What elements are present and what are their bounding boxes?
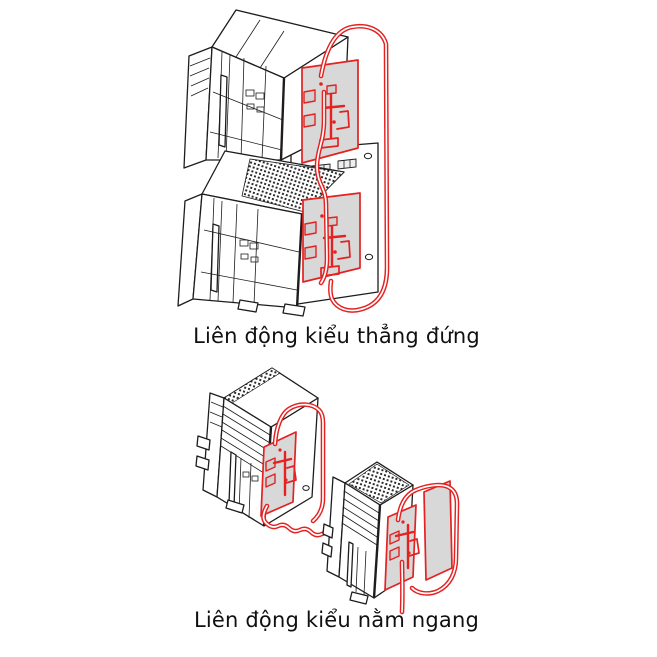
- breaker-foot: [237, 299, 259, 313]
- lower-interlock-plate: [302, 192, 361, 283]
- breaker-foot: [349, 591, 369, 605]
- interlock-cable-left: [261, 402, 341, 541]
- breaker-foot: [225, 499, 245, 514]
- right-interlock-plate: [384, 504, 420, 591]
- breaker-foot: [282, 303, 306, 317]
- horizontal-interlock-diagram: [195, 367, 460, 615]
- lower-breaker: [177, 150, 345, 317]
- upper-interlock-plate: [301, 59, 359, 164]
- caption-horizontal-interlock: Liên động kiểu nằm ngang: [193, 608, 480, 632]
- right-interlock-flag-plate: [423, 480, 453, 581]
- interlock-cable-loop: [318, 23, 390, 313]
- vertical-interlock-diagram: [177, 9, 390, 317]
- left-breaker: [195, 367, 319, 527]
- caption-vertical-interlock: Liên động kiểu thẳng đứng: [193, 324, 480, 348]
- interlock-cable-middle: [314, 89, 330, 286]
- left-interlock-plate: [260, 431, 297, 517]
- interlock-cable-right-loop: [395, 482, 460, 615]
